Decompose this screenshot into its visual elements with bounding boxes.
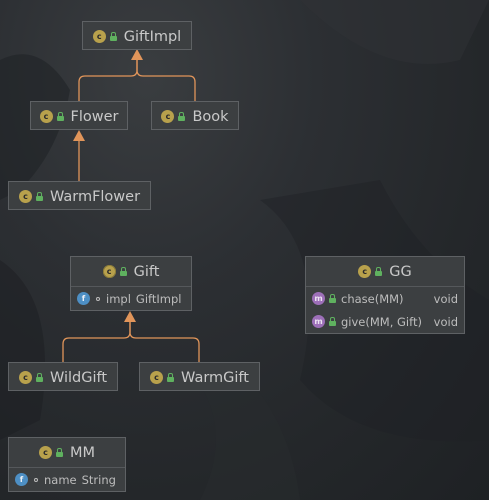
method-icon: m [312, 292, 325, 305]
field-row[interactable]: f name String [9, 467, 125, 491]
arrowhead-giftimpl [131, 49, 143, 60]
class-name: Flower [70, 108, 119, 125]
class-name: Book [192, 108, 229, 125]
public-lock-icon [329, 294, 336, 303]
class-name: GiftImpl [123, 28, 182, 45]
method-name: give(MM, Gift) [341, 314, 422, 329]
class-icon: c [358, 265, 372, 278]
class-mm[interactable]: c MM f name String [8, 437, 126, 492]
class-icon: c [150, 371, 164, 384]
class-name: WildGift [49, 369, 108, 386]
class-wildgift[interactable]: c WildGift [8, 362, 118, 391]
method-return-type: void [433, 314, 458, 329]
public-lock-icon [329, 317, 336, 326]
class-icon: c [161, 110, 175, 123]
arrowhead-flower [73, 130, 85, 141]
public-lock-icon [109, 32, 117, 41]
abstract-class-icon: c [102, 265, 116, 278]
field-row[interactable]: f impl GiftImpl [71, 286, 191, 310]
public-lock-icon [375, 267, 383, 276]
method-name: chase(MM) [341, 291, 404, 306]
public-lock-icon [35, 192, 43, 201]
class-name: GG [389, 263, 412, 280]
class-icon: c [18, 371, 32, 384]
method-row[interactable]: m chase(MM) void [306, 286, 464, 310]
package-private-icon [34, 477, 38, 482]
edge-warmgift-gift [129, 320, 200, 362]
field-type: String [81, 472, 116, 487]
edge-wildgift-gift [62, 320, 131, 362]
class-flower[interactable]: c Flower [30, 101, 128, 130]
package-private-icon [96, 296, 100, 301]
field-name: name [44, 472, 77, 487]
class-name: MM [69, 444, 96, 461]
class-name: WarmFlower [49, 188, 141, 205]
field-icon: f [77, 292, 90, 305]
edge-flower-giftimpl [78, 58, 138, 101]
class-book[interactable]: c Book [151, 101, 239, 130]
class-giftimpl[interactable]: c GiftImpl [82, 21, 192, 50]
class-gift[interactable]: c Gift f impl GiftImpl [70, 256, 192, 311]
field-icon: f [15, 473, 28, 486]
class-gg[interactable]: c GG m chase(MM) void m give(MM, Gift) v… [305, 256, 465, 334]
class-icon: c [38, 446, 52, 459]
public-lock-icon [119, 267, 127, 276]
method-icon: m [312, 315, 325, 328]
public-lock-icon [178, 112, 186, 121]
arrowhead-gift [124, 311, 136, 322]
class-warmgift[interactable]: c WarmGift [139, 362, 260, 391]
edge-book-giftimpl [136, 58, 196, 101]
class-icon: c [92, 30, 106, 43]
field-type: GiftImpl [135, 291, 182, 306]
class-warmflower[interactable]: c WarmFlower [8, 181, 151, 210]
class-icon: c [39, 110, 53, 123]
public-lock-icon [56, 112, 64, 121]
field-name: impl [106, 291, 131, 306]
public-lock-icon [167, 373, 175, 382]
method-return-type: void [433, 291, 458, 306]
method-row[interactable]: m give(MM, Gift) void [306, 310, 464, 333]
class-icon: c [18, 190, 32, 203]
class-name: Gift [133, 263, 160, 280]
public-lock-icon [35, 373, 43, 382]
public-lock-icon [55, 448, 63, 457]
class-name: WarmGift [181, 369, 249, 386]
